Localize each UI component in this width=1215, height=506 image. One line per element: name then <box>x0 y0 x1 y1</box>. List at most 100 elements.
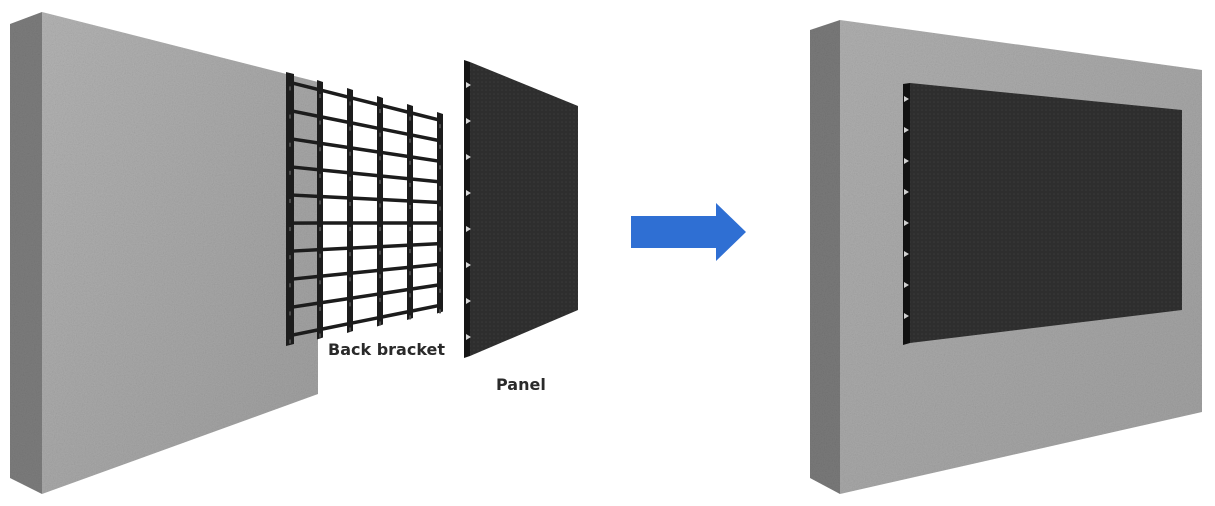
bracket-slot <box>379 132 381 137</box>
bracket-slot <box>349 277 351 282</box>
bracket-slot <box>439 247 441 252</box>
bracket-slot <box>409 182 411 187</box>
bracket-slot <box>319 253 321 258</box>
bracket-slot <box>349 201 351 206</box>
bracket-slot <box>409 138 411 143</box>
bracket-bar <box>407 104 413 320</box>
bracket-slot <box>379 250 381 255</box>
led-panel-face <box>470 62 578 356</box>
bracket-slot <box>349 126 351 131</box>
bracket-slot <box>349 302 351 307</box>
bracket-slot <box>409 160 411 165</box>
panel-edge-markers <box>466 82 471 340</box>
panel-marker <box>466 190 471 196</box>
bracket-slot <box>289 170 291 175</box>
bracket-slot <box>379 274 381 279</box>
panel-marker <box>466 118 471 124</box>
left-wall <box>10 12 318 494</box>
bracket-slot <box>289 339 291 344</box>
bracket-slot <box>379 109 381 114</box>
bracket-slot <box>379 203 381 208</box>
bracket-bar <box>377 96 383 327</box>
bracket-slot <box>409 293 411 298</box>
bracket-slot <box>289 86 291 91</box>
bracket-slot <box>409 204 411 209</box>
panel-marker <box>466 226 471 232</box>
back-bracket-label: Back bracket <box>328 340 446 359</box>
bracket-slot <box>349 176 351 181</box>
bracket-slot <box>289 227 291 232</box>
bracket-rail <box>289 136 441 164</box>
panel-marker <box>466 82 471 88</box>
bracket-slot <box>409 315 411 320</box>
bracket-slot <box>349 101 351 106</box>
installed-marker <box>904 127 909 133</box>
bracket-slot <box>319 227 321 232</box>
bracket-slot <box>379 179 381 184</box>
bracket-rail <box>289 165 441 184</box>
bracket-slot <box>439 185 441 190</box>
bracket-slot <box>439 309 441 314</box>
bracket-slot <box>349 327 351 332</box>
left-wall-side <box>10 12 42 494</box>
bracket-slot <box>349 252 351 257</box>
bracket-bar <box>286 72 294 346</box>
bracket-slot <box>379 321 381 326</box>
panel-marker <box>466 154 471 160</box>
bracket-rail <box>289 80 441 122</box>
installed-marker <box>904 96 909 102</box>
bracket-bar <box>347 88 353 333</box>
bracket-slot <box>379 297 381 302</box>
bracket-rail <box>289 108 441 143</box>
bracket-bar <box>437 112 443 314</box>
right-wall-side <box>810 20 840 494</box>
bracket-slot <box>289 311 291 316</box>
bracket-bar <box>317 80 323 340</box>
bracket-rail <box>289 283 441 310</box>
installed-edge-markers <box>904 96 909 319</box>
bracket-slot <box>409 249 411 254</box>
panel-marker <box>466 334 471 340</box>
panel-label: Panel <box>496 375 546 394</box>
bracket-rail <box>289 262 441 282</box>
bracket-slot <box>439 206 441 211</box>
panel-marker <box>466 262 471 268</box>
bracket-slot <box>439 227 441 232</box>
bracket-slot <box>319 333 321 338</box>
bracket-slot <box>289 255 291 260</box>
back-bracket <box>286 72 443 346</box>
bracket-rail <box>289 241 441 253</box>
left-wall-face <box>42 12 318 494</box>
bracket-slot <box>439 124 441 129</box>
bracket-slot <box>439 144 441 149</box>
bracket-slot <box>319 93 321 98</box>
led-panel-edge <box>464 60 470 358</box>
installed-led-wall <box>903 83 1182 345</box>
bracket-slot <box>289 283 291 288</box>
bracket-slot <box>319 280 321 285</box>
installed-marker <box>904 251 909 257</box>
bracket-slot <box>319 120 321 125</box>
right-arrow-icon <box>631 203 746 261</box>
installed-led-edge <box>903 83 910 345</box>
bracket-rail <box>289 303 441 338</box>
bracket-slot <box>409 116 411 121</box>
bracket-slot <box>349 227 351 232</box>
bracket-slot <box>289 114 291 119</box>
bracket-slot <box>409 227 411 232</box>
bracket-slot <box>289 142 291 147</box>
installed-marker <box>904 313 909 319</box>
bracket-slot <box>319 147 321 152</box>
bracket-slot <box>379 227 381 232</box>
panel-marker <box>466 298 471 304</box>
bracket-slot <box>319 306 321 311</box>
bracket-slot <box>319 200 321 205</box>
installed-led-face <box>910 83 1182 343</box>
bracket-slot <box>439 288 441 293</box>
bracket-slot <box>439 165 441 170</box>
bracket-slot <box>409 271 411 276</box>
bracket-slot <box>349 151 351 156</box>
bracket-slot <box>439 268 441 273</box>
bracket-slot <box>379 156 381 161</box>
